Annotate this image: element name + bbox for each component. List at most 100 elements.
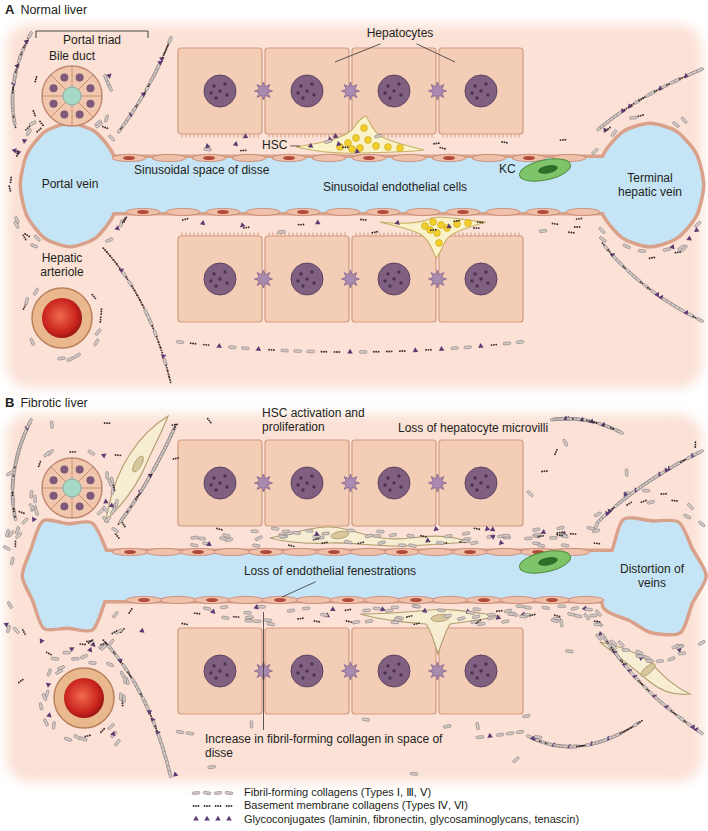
label-box: Loss of endothelial fenestrations [242, 565, 418, 579]
fibril-collagen [618, 261, 625, 268]
fibril-collagen [137, 688, 143, 696]
basement-membrane-collagen [230, 805, 232, 807]
basement-membrane-collagen [205, 344, 207, 346]
basement-membrane-collagen [670, 710, 672, 712]
basement-membrane-collagen [119, 267, 121, 269]
hepatocyte-nucleus [291, 655, 323, 687]
basement-membrane-collagen [193, 805, 195, 807]
basement-membrane-collagen [22, 629, 24, 631]
basement-membrane-collagen [315, 538, 317, 540]
fibril-collagen [566, 650, 574, 653]
chromatin [470, 483, 473, 486]
fibril-collagen [14, 221, 20, 229]
microvillus [301, 134, 302, 138]
basement-membrane-collagen [116, 263, 118, 265]
hepatocyte [178, 48, 262, 134]
cholangiocyte-border [72, 105, 73, 126]
glycoconjugate [16, 150, 21, 155]
basement-membrane-collagen [576, 218, 578, 220]
fibril-collagen [293, 531, 301, 535]
endothelial-nucleus [342, 598, 354, 602]
basement-membrane-collagen [347, 609, 349, 611]
basement-membrane-collagen [181, 623, 183, 625]
fibril-collagen [122, 695, 125, 703]
hepatocytes [178, 440, 523, 714]
vessel-label: Distortion of veins [619, 563, 685, 591]
chromatin [305, 89, 308, 92]
basement-membrane-collagen [606, 640, 608, 642]
basement-membrane-collagen [115, 533, 117, 535]
basement-membrane-collagen [25, 129, 27, 131]
endothelial-cell [446, 208, 480, 215]
basement-membrane-collagen [173, 428, 175, 430]
basement-membrane-collagen [643, 500, 645, 502]
basement-membrane-collagen [136, 295, 138, 297]
fibril-collagen [11, 90, 14, 98]
fibril-collagen [642, 283, 650, 290]
basement-membrane-collagen [561, 535, 563, 537]
lipid-droplet [385, 144, 392, 151]
basement-membrane-collagen [134, 290, 136, 292]
basement-membrane-collagen [16, 155, 18, 157]
glycoconjugate [46, 683, 52, 688]
chromatin [296, 279, 299, 282]
fibril-collagen [204, 148, 212, 152]
basement-membrane-collagen [106, 422, 108, 424]
fibrotic-liver-illustration [3, 414, 706, 782]
basement-membrane-collagen [666, 84, 668, 86]
basement-membrane-collagen [177, 457, 179, 459]
endothelial-cell [350, 548, 386, 555]
glycoconjugate [425, 538, 431, 543]
fibril-collagen [114, 739, 121, 747]
basement-membrane-collagen [40, 128, 42, 130]
microvillus [258, 233, 259, 237]
glycoconjugate [669, 244, 674, 250]
microvillus [479, 233, 480, 237]
microvillus [507, 233, 508, 237]
basement-membrane-collagen [13, 510, 15, 512]
basement-membrane-collagen [135, 106, 137, 108]
basement-membrane-collagen [15, 69, 17, 71]
microvillus [511, 134, 512, 138]
basement-membrane-collagen [238, 616, 240, 618]
extracellular-matrix [3, 416, 706, 778]
basement-membrane-collagen [10, 179, 12, 181]
fibril-collagen [589, 614, 597, 617]
fibril-collagen [532, 528, 540, 532]
fibril-collagen [119, 219, 123, 227]
endothelial-cell [282, 548, 318, 555]
fibril-collagen [112, 611, 119, 619]
callout-label: Hepatic arteriole [29, 252, 95, 280]
basement-membrane-collagen [28, 235, 30, 237]
microvillus [451, 134, 452, 138]
basement-membrane-collagen [100, 316, 102, 318]
hepatocyte [439, 48, 523, 134]
bile-duct [42, 458, 102, 518]
glycoconjugate [308, 143, 314, 148]
basement-membrane-collagen [116, 535, 118, 537]
glycoconjugate [139, 628, 144, 633]
fibril-collagen [26, 128, 32, 136]
microvillus [222, 134, 223, 138]
microvillus [487, 134, 488, 138]
lipid-droplet [434, 230, 441, 237]
basement-membrane-collagen [626, 107, 628, 109]
endothelial-nucleus [137, 210, 149, 214]
chromatin [392, 669, 395, 672]
endothelial-cell [272, 154, 306, 161]
microvillus [333, 134, 334, 138]
microvillus [400, 134, 401, 138]
basement-membrane-collagen [362, 219, 364, 221]
fibril-collagen [132, 496, 138, 504]
fibril-collagen [13, 69, 17, 77]
basement-membrane-collagen [630, 727, 632, 729]
hepatocyte-nucleus [204, 75, 236, 107]
basement-membrane-collagen [640, 98, 642, 100]
fibril-collagen [542, 606, 550, 610]
microvillus [519, 134, 520, 138]
basement-membrane-collagen [24, 233, 26, 235]
cholangiocyte-border [81, 96, 102, 97]
basement-membrane-collagen [221, 529, 223, 531]
microvillus [297, 134, 298, 138]
basement-membrane-collagen [612, 428, 614, 430]
